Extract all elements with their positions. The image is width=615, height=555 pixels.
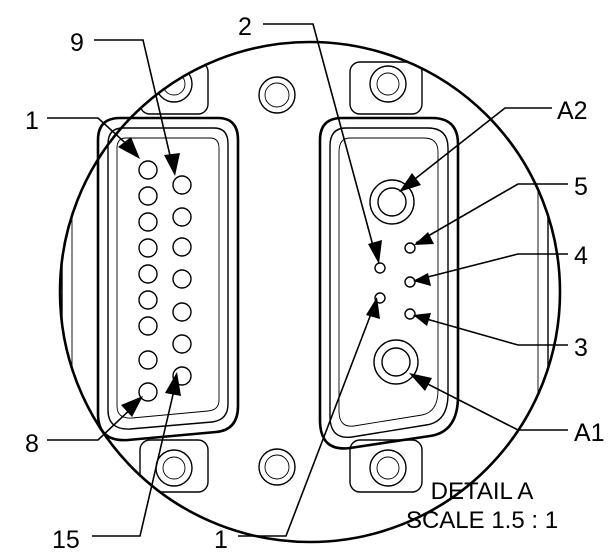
pin-9 [172, 175, 192, 195]
label-15: 15 [52, 526, 80, 554]
contact-4 [404, 276, 416, 288]
pin-8 [138, 382, 158, 402]
left-dsub-shell [96, 116, 240, 442]
label-1-left: 1 [25, 107, 39, 135]
leader-lines [47, 23, 568, 537]
label-1-bottom: 1 [214, 526, 228, 554]
caption-scale: SCALE 1.5 : 1 [406, 507, 558, 534]
label-4: 4 [574, 242, 588, 270]
coax-contact-A2 [369, 179, 415, 225]
signal-contacts [374, 242, 416, 320]
pin-7 [138, 316, 158, 336]
pin-14 [172, 334, 192, 354]
pin-4 [138, 238, 158, 258]
label-8: 8 [25, 430, 39, 458]
label-3: 3 [574, 334, 588, 362]
top-right-mounting-boss [349, 61, 423, 115]
pin-13 [172, 302, 192, 322]
pin-12 [172, 269, 192, 289]
pin-5 [138, 264, 158, 284]
pin-3 [138, 212, 158, 232]
detail-boundary-circle [58, 40, 562, 544]
pin-6 [138, 290, 158, 310]
pin-1 [138, 160, 158, 180]
center-bottom-screw-hole [258, 448, 296, 486]
left-pin-column-a [138, 160, 158, 402]
pin-11 [172, 237, 192, 257]
contact-3 [404, 308, 416, 320]
label-A1: A1 [574, 419, 605, 447]
label-A2: A2 [557, 97, 588, 125]
pin-10 [172, 207, 192, 227]
left-pin-column-a-extra [138, 350, 158, 370]
coax-contact-A1 [373, 339, 419, 385]
label-2: 2 [238, 13, 252, 41]
left-pin-column-b [172, 175, 192, 386]
label-9: 9 [70, 29, 84, 57]
bottom-right-mounting-boss [349, 439, 423, 493]
center-top-screw-hole [258, 76, 296, 114]
pin-2 [138, 186, 158, 206]
contact-2 [374, 262, 386, 274]
bottom-left-mounting-boss [139, 439, 209, 493]
contact-5 [404, 242, 416, 254]
contact-1 [374, 292, 386, 304]
pin-15 [172, 366, 192, 386]
right-combo-shell [318, 116, 460, 450]
caption-detail: DETAIL A [431, 478, 534, 505]
label-5: 5 [574, 173, 588, 201]
